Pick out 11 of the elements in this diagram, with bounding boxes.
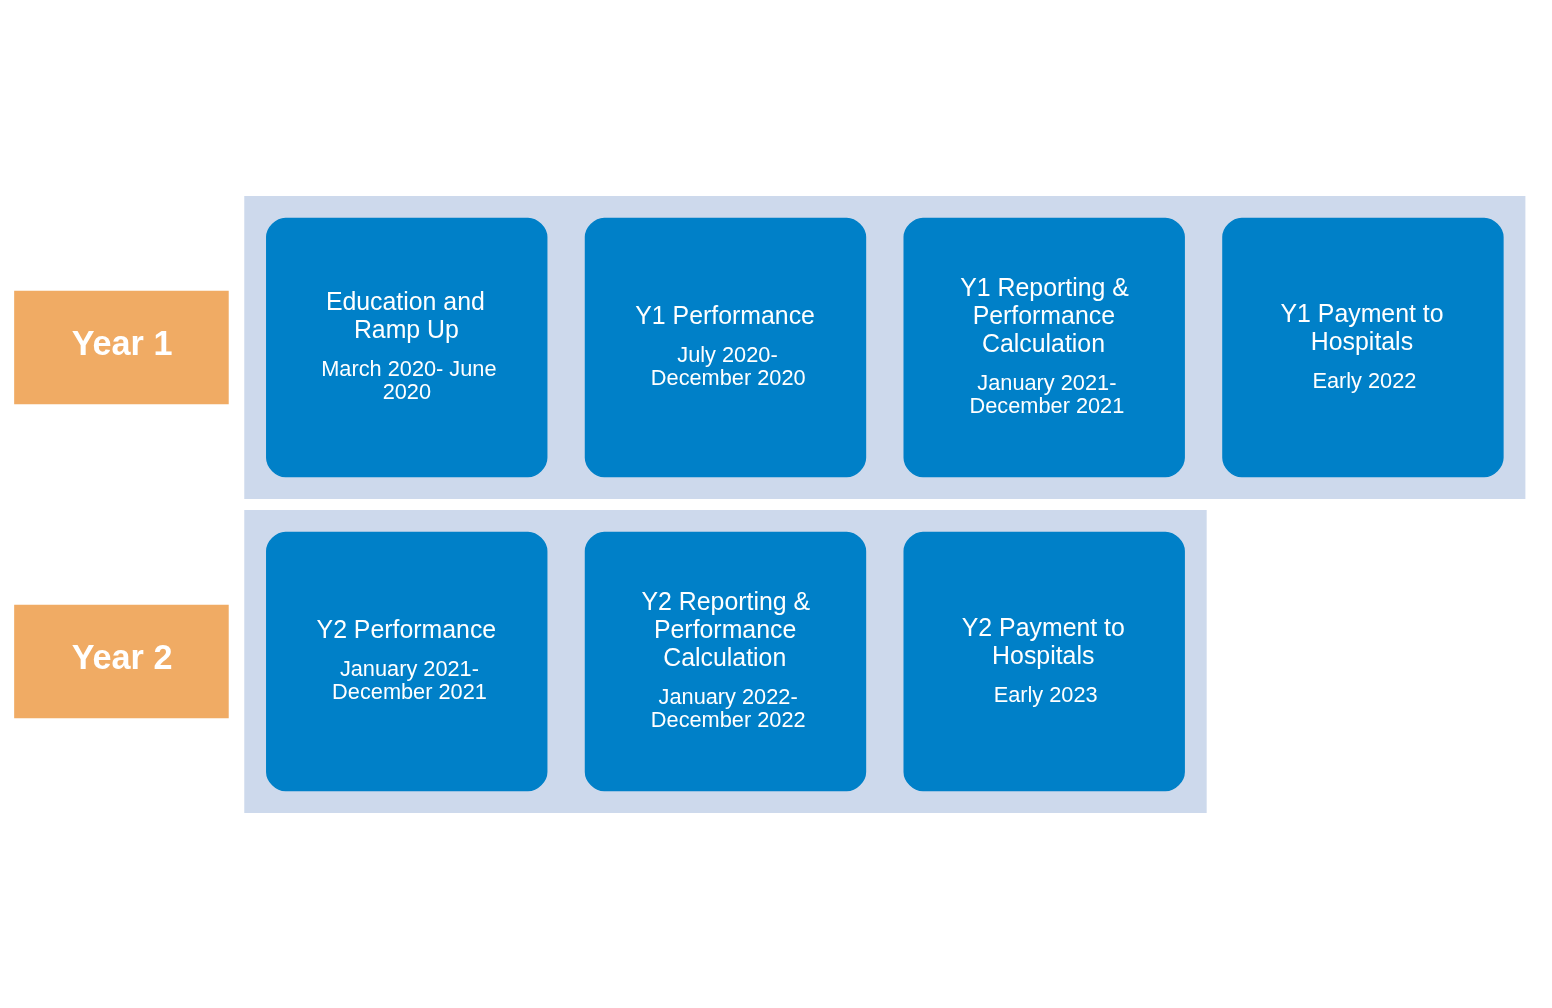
node-box: Y2 Payment to Hospitals Early 2023 [903, 531, 1185, 791]
cluster [244, 195, 1526, 499]
node-box: Y1 Performance July 2020- December 2020 [584, 217, 867, 477]
node-box: Y2 Reporting & Performance Calculation January 2022- December 2022 [584, 531, 867, 791]
node-box: Year 2 [14, 604, 229, 718]
node-box: Y2 Performance January 2021- December 2021 [266, 531, 548, 791]
node-box: Y1 Reporting & Performance Calculation January 2021- December 2021 [903, 217, 1185, 477]
node-box: Year 1 [14, 290, 229, 404]
node-box: Education and Ramp Up March 2020- June 2020 [266, 217, 548, 477]
node-box: Y1 Payment to Hospitals Early 2022 [1222, 217, 1504, 477]
cluster [244, 509, 1207, 813]
